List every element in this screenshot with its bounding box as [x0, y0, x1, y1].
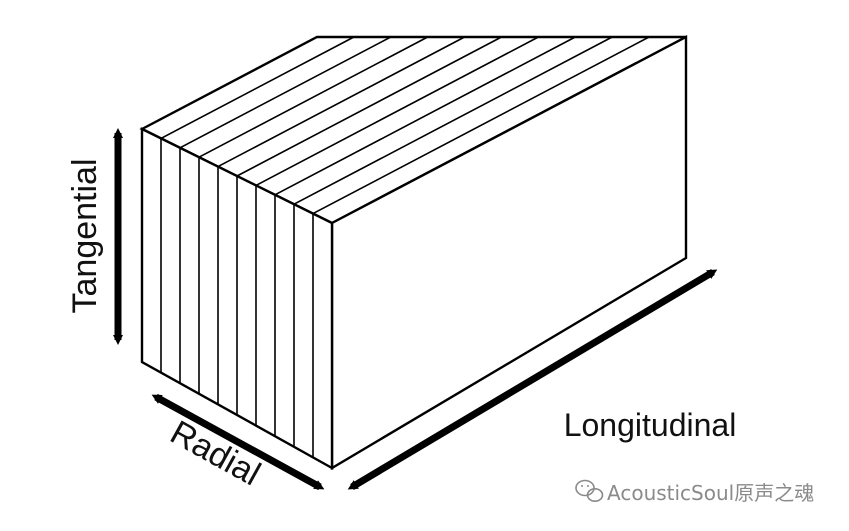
longitudinal-label: Longitudinal: [564, 407, 737, 443]
wechat-icon: [575, 479, 604, 502]
watermark-text: AcousticSoul原声之魂: [607, 481, 814, 505]
ply-line-top-1: [160, 36, 355, 140]
ply-line-top-6: [255, 36, 539, 187]
ply-line-top-8: [293, 36, 613, 205]
ply-line-top-5: [236, 36, 502, 177]
radial-label: Radial: [164, 413, 267, 493]
ply-line-top-9: [312, 36, 650, 215]
ply-line-top-4: [217, 36, 465, 168]
ply-line-top-2: [179, 36, 392, 149]
radial-arrow: [151, 393, 325, 491]
longitudinal-arrow: [347, 268, 718, 491]
ply-line-top-3: [198, 36, 429, 158]
watermark: AcousticSoul原声之魂: [575, 479, 814, 505]
tangential-label: Tangential: [66, 158, 104, 313]
ply-line-top-7: [274, 36, 576, 196]
